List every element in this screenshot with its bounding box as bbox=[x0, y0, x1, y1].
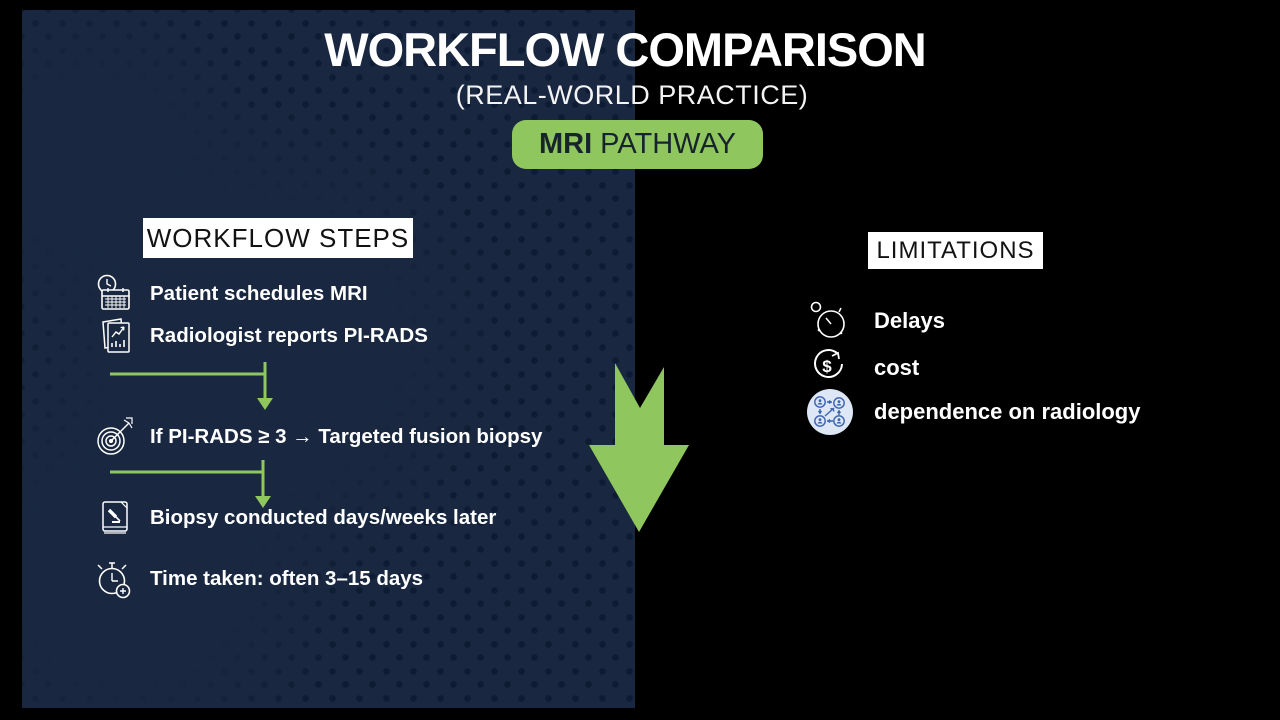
badge-bold-text: MRI bbox=[538, 128, 593, 160]
radiology-network-icon bbox=[806, 388, 854, 436]
report-chart-icon bbox=[93, 314, 137, 358]
workflow-step-row: Patient schedules MRI bbox=[93, 272, 368, 316]
limitations-header: LIMITATIONS bbox=[868, 232, 1043, 269]
limitation-row: $ cost bbox=[806, 344, 919, 392]
stopwatch-plus-icon bbox=[93, 557, 137, 601]
workflow-step-row: Time taken: often 3–15 days bbox=[93, 557, 423, 601]
limitation-label: dependence on radiology bbox=[874, 399, 1141, 424]
step-label: Biopsy conducted days/weeks later bbox=[150, 506, 497, 529]
svg-text:$: $ bbox=[822, 357, 832, 376]
page-title: WORKFLOW COMPARISON bbox=[324, 23, 927, 76]
big-down-arrow bbox=[589, 363, 689, 532]
step-label: Time taken: often 3–15 days bbox=[150, 567, 424, 590]
limitation-row: dependence on radiology bbox=[806, 388, 1140, 436]
cost-cycle-icon: $ bbox=[806, 344, 854, 392]
elbow-arrow-connector bbox=[110, 362, 273, 410]
page-subtitle: (REAL-WORLD PRACTICE) bbox=[455, 80, 809, 110]
workflow-step-row: Radiologist reports PI-RADS bbox=[93, 314, 428, 358]
limitation-label: cost bbox=[874, 355, 920, 380]
workflow-step-row: Biopsy conducted days/weeks later bbox=[93, 496, 496, 540]
book-gavel-icon bbox=[93, 496, 137, 540]
workflow-step-row: If PI-RADS ≥ 3 → Targeted fusion biopsy bbox=[93, 415, 542, 459]
limitation-label: Delays bbox=[874, 308, 945, 333]
workflow-steps-header: WORKFLOW STEPS bbox=[143, 218, 413, 258]
step-label: If PI-RADS ≥ 3 → Targeted fusion biopsy bbox=[150, 425, 543, 448]
schedule-calendar-icon bbox=[93, 272, 137, 316]
target-dart-icon bbox=[93, 415, 137, 459]
badge-rest-text: PATHWAY bbox=[600, 128, 737, 160]
step-label: Patient schedules MRI bbox=[150, 282, 368, 305]
delay-clock-icon bbox=[806, 297, 854, 345]
step-label: Radiologist reports PI-RADS bbox=[150, 324, 428, 347]
mri-pathway-badge: MRI PATHWAY bbox=[512, 120, 763, 169]
limitation-row: Delays bbox=[806, 297, 945, 345]
elbow-arrow-connector bbox=[110, 460, 271, 508]
